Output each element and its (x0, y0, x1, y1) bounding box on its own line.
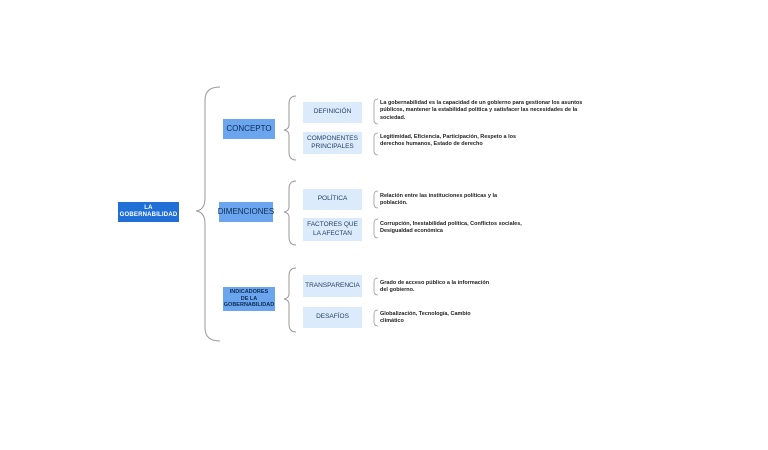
dimenciones-brace (283, 180, 297, 246)
text-factores-que-la-afectan: Corrupción, Inestabilidad política, Conf… (380, 221, 522, 235)
node-politica[interactable]: POLÍTICA (303, 189, 362, 210)
text-politica: Relación entre las instituciones polític… (380, 193, 498, 207)
node-definicion[interactable]: DEFINICIÓN (303, 102, 362, 123)
politica-bracket (373, 190, 379, 209)
node-factores-que-la-afectan[interactable]: FACTORES QUE LA AFECTAN (303, 218, 362, 241)
text-componentes-principales: Legitimidad, Eficiencia, Participación, … (380, 134, 517, 148)
branch-dimenciones[interactable]: DIMENCIONES (218, 202, 274, 222)
branch-concepto[interactable]: CONCEPTO (223, 119, 275, 139)
branch-indicadores[interactable]: INDICADORES DE LA GOBERNABILIDAD (223, 287, 275, 311)
node-desafios[interactable]: DESAFÍOS (303, 307, 362, 328)
indicadores-brace (283, 267, 297, 333)
definicion-bracket (373, 98, 379, 125)
transparencia-bracket (373, 277, 379, 296)
root-node[interactable]: LA GOBERNABILIDAD (118, 202, 179, 222)
factores-bracket (373, 218, 379, 239)
root-brace (195, 86, 221, 342)
concepto-brace (283, 95, 297, 161)
text-desafios: Globalización, Tecnología, Cambio climát… (380, 311, 471, 325)
text-transparencia: Grado de acceso público a la información… (380, 280, 490, 294)
componentes-bracket (373, 132, 379, 156)
desafios-bracket (373, 309, 379, 327)
node-transparencia[interactable]: TRANSPARENCIA (303, 275, 362, 297)
text-definicion: La gobernabilidad es la capacidad de un … (380, 100, 583, 121)
node-componentes-principales[interactable]: COMPONENTES PRINCIPALES (303, 132, 362, 154)
